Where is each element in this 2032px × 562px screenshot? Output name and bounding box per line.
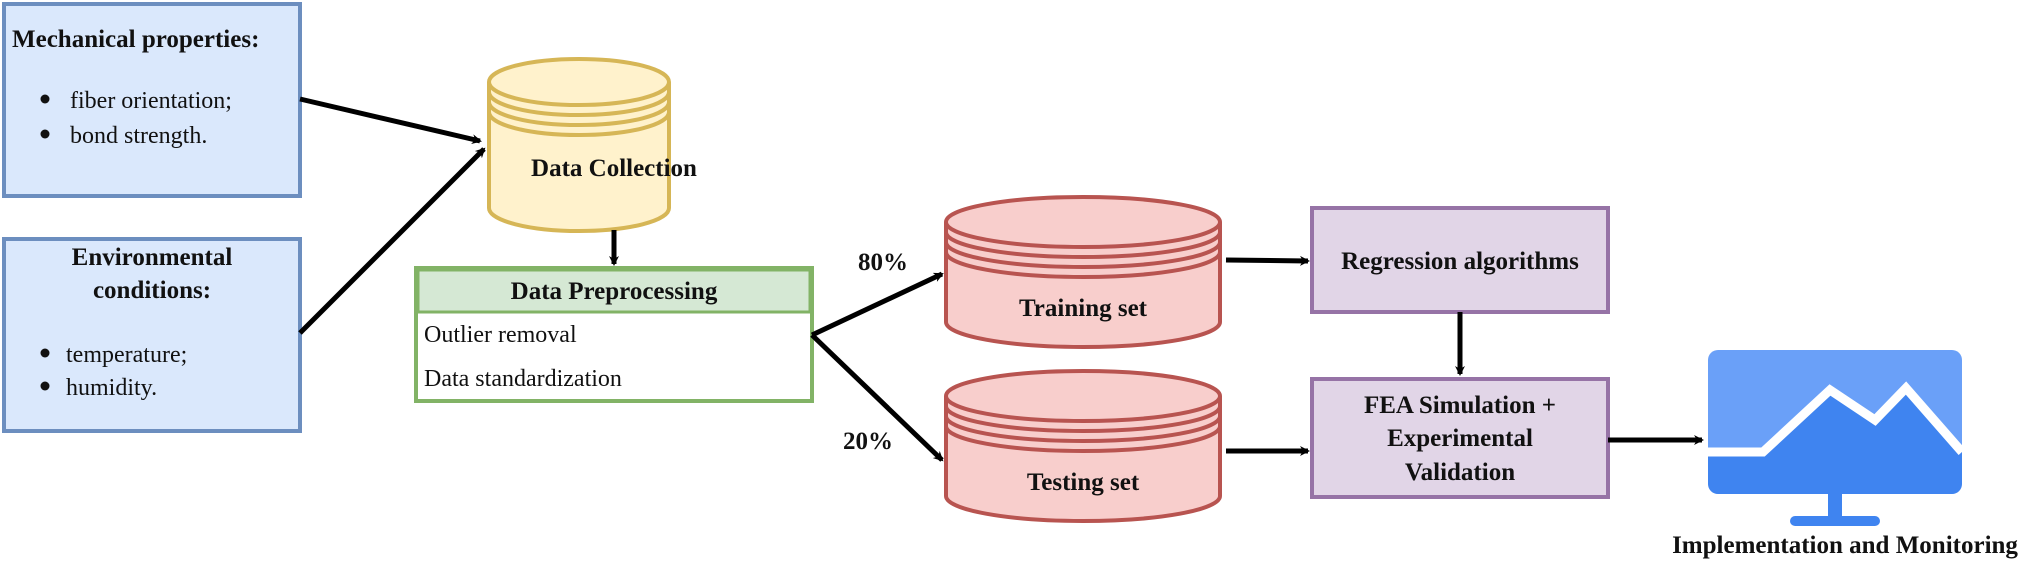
data-preprocessing-box: Data Preprocessing Outlier removal Data … (414, 266, 814, 403)
testing-set-database-icon: Testing set (944, 369, 1222, 523)
environmental-item-1: temperature; (66, 342, 187, 368)
mechanical-properties-box: Mechanical properties: fiber orientation… (2, 2, 302, 198)
mechanical-box-rect (2, 2, 302, 198)
mechanical-item-2: bond strength. (70, 123, 207, 149)
test-percentage-label: 20% (843, 428, 893, 455)
environmental-box-rect (2, 237, 302, 433)
bullet-icon (40, 348, 50, 358)
bullet-icon (40, 381, 50, 391)
preprocessing-step-2: Data standardization (424, 366, 622, 392)
mechanical-title: Mechanical properties: (12, 26, 259, 53)
training-set-database-icon: Training set (944, 195, 1222, 349)
environmental-title-line2: conditions: (93, 277, 211, 304)
preprocessing-header (416, 268, 812, 314)
fea-validation-box: FEA Simulation + Experimental Validation (1310, 377, 1610, 499)
data-collection-database-icon: Data Collection (487, 57, 697, 233)
bullet-icon (40, 94, 50, 104)
mechanical-item-1: fiber orientation; (70, 88, 232, 114)
training-set-label: Training set (1019, 295, 1148, 322)
arrow-to-training (810, 271, 944, 338)
regression-box-rect (1310, 206, 1610, 314)
testing-set-label: Testing set (1027, 469, 1140, 496)
arrow-environmental-to-collection (298, 147, 486, 335)
train-percentage-label: 80% (858, 249, 908, 276)
monitor-icon (1708, 350, 1966, 526)
environmental-item-2: humidity. (66, 375, 157, 401)
regression-algorithms-box: Regression algorithms (1310, 206, 1610, 314)
regression-label: Regression algorithms (1341, 248, 1579, 275)
environmental-conditions-box: Environmental conditions: temperature; h… (2, 237, 302, 433)
environmental-title-line1: Environmental (72, 244, 233, 271)
arrow-mechanical-to-collection (299, 96, 482, 145)
monitoring-label: Implementation and Monitoring (1672, 532, 2018, 559)
arrow-training-to-regression (1225, 255, 1310, 266)
fea-label-line2: Experimental (1387, 425, 1533, 452)
preprocessing-title: Data Preprocessing (511, 278, 718, 305)
preprocessing-step-1: Outlier removal (424, 322, 577, 348)
fea-label-line3: Validation (1405, 459, 1515, 486)
data-collection-label: Data Collection (531, 155, 697, 182)
fea-label-line1: FEA Simulation + (1364, 392, 1556, 419)
bullet-icon (40, 129, 50, 139)
arrow-to-testing (810, 333, 944, 462)
